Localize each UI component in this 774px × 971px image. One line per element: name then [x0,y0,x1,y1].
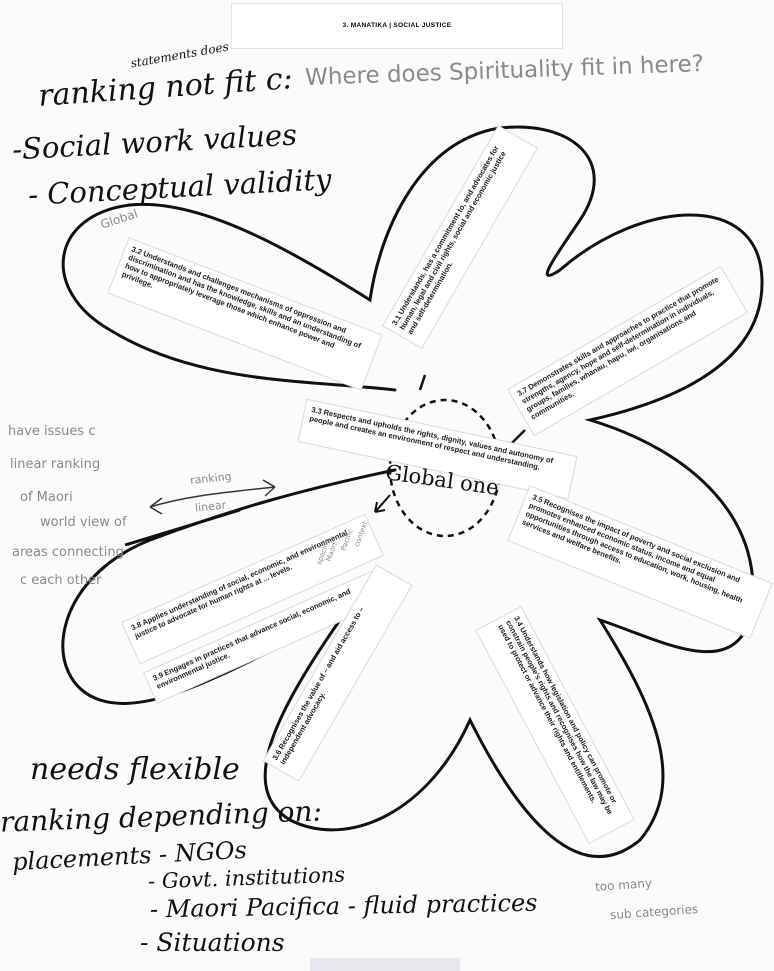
left-underline [125,510,240,545]
annotation-left-issues-2: linear ranking [10,457,100,472]
page-header: 3. MANATIKA | SOCIAL JUSTICE [232,4,562,48]
annotation-left-issues-1: have issues c [8,424,95,439]
center-stroke-top [420,375,425,390]
annotation-left-issues-3: of Maori [20,490,73,505]
arrow-to-center [375,495,390,512]
annotation-left-issues-5: areas connecting [12,545,124,560]
tape-fragment [310,958,460,971]
annotation-needs-flexible: needs flexible [30,752,240,787]
flower-outline [63,127,762,857]
annotation-left-issues-4: world view of [40,515,127,530]
annotation-situations: - Situations [140,928,285,957]
annotation-left-issues-6: c each other [20,573,101,588]
